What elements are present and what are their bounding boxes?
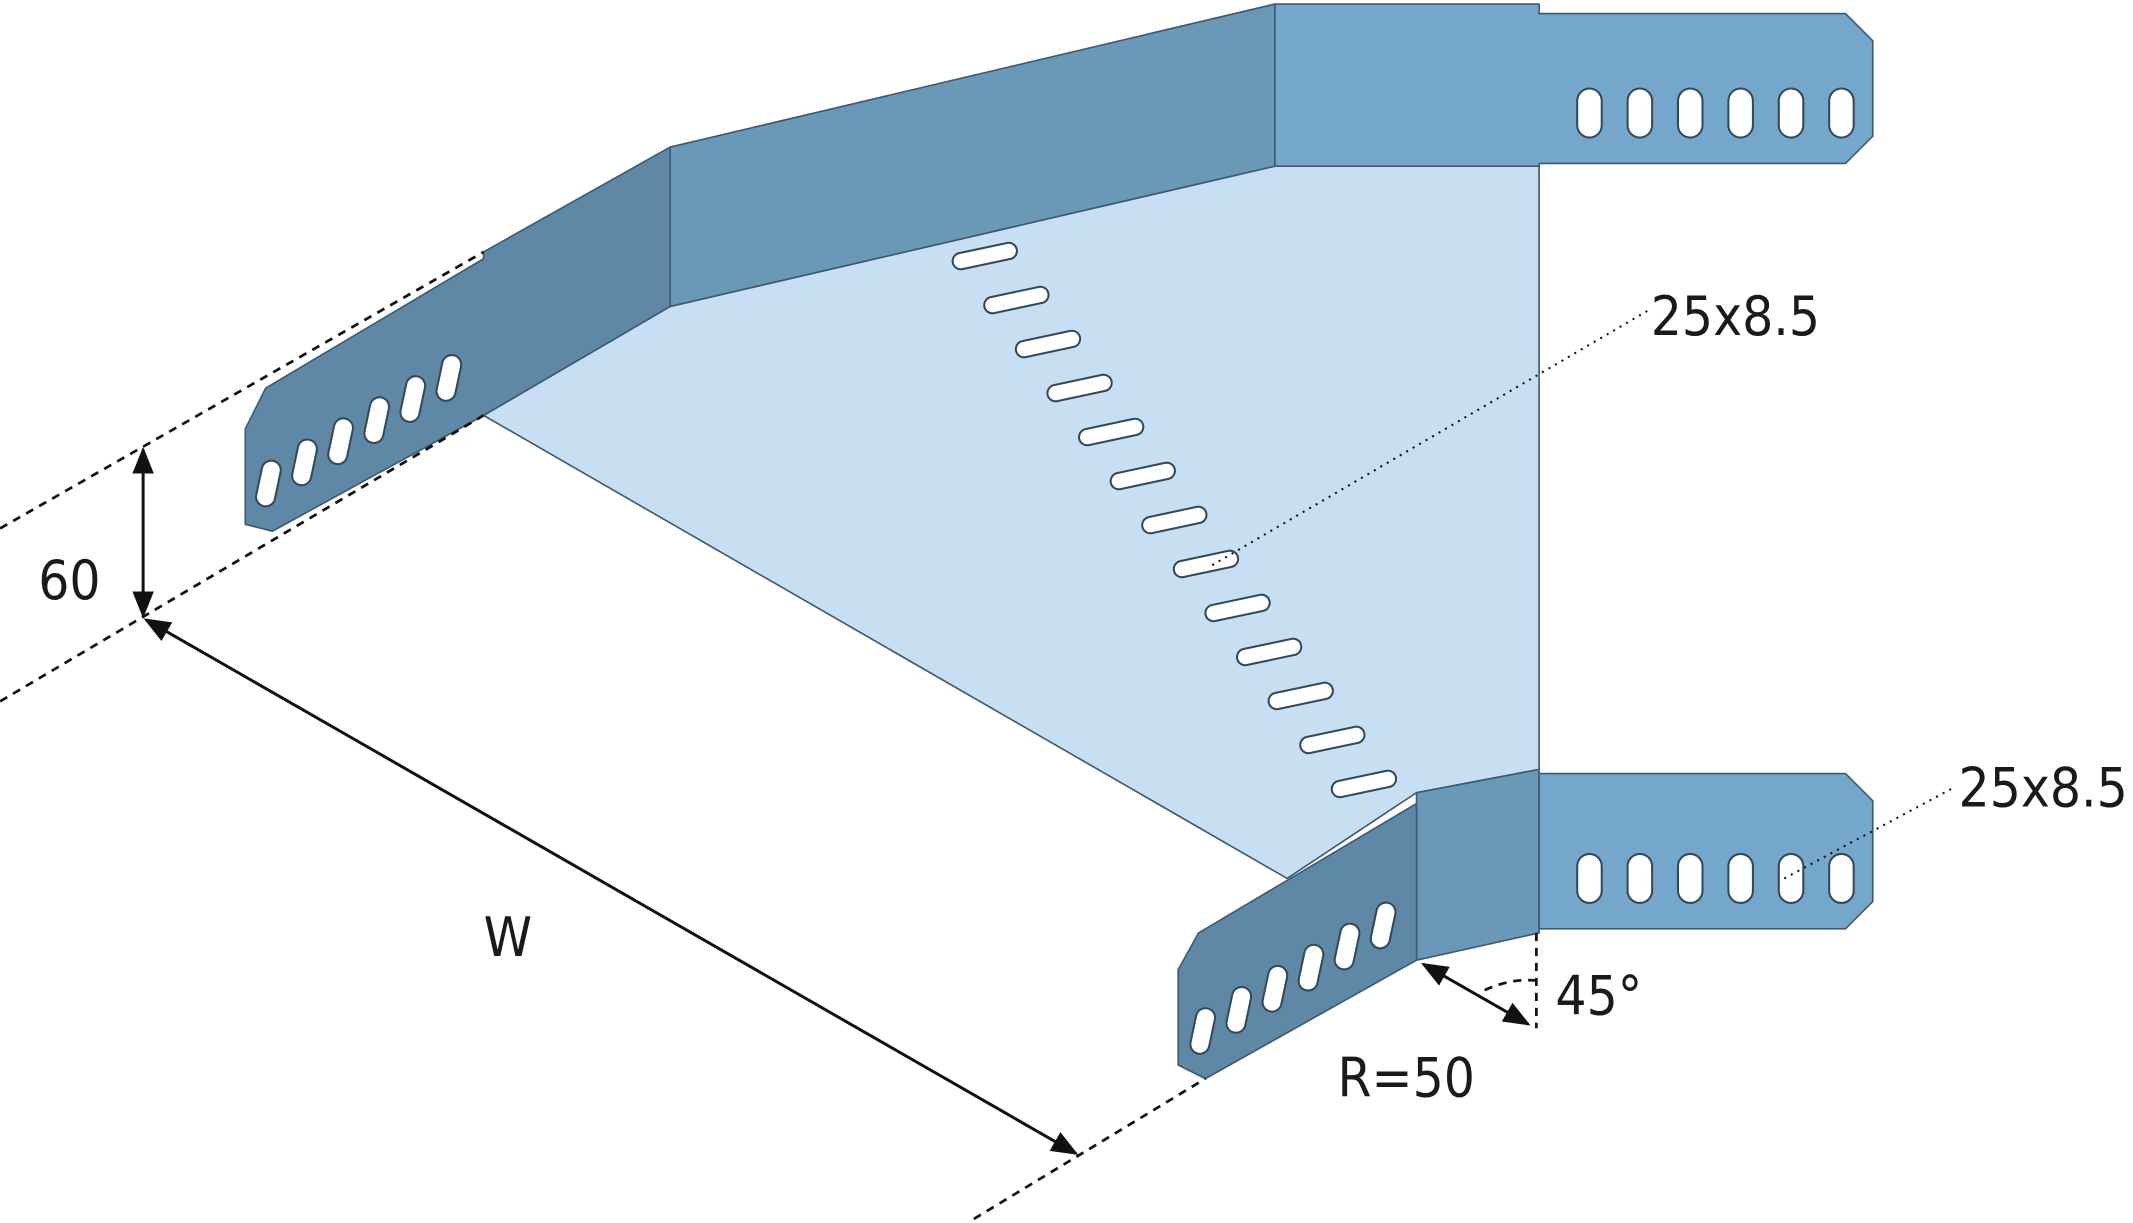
angle-arc — [1484, 978, 1537, 992]
slot-hole — [1204, 593, 1271, 623]
slot-hole — [1141, 505, 1208, 535]
slot-hole — [1014, 329, 1082, 359]
slot-hole — [255, 459, 282, 508]
slot-hole — [1626, 852, 1654, 904]
slot-hole — [983, 285, 1050, 315]
slot-hole — [291, 438, 318, 487]
slot-hole — [327, 417, 354, 466]
extension-line — [973, 1077, 1207, 1221]
bottom-wall-panel — [1415, 768, 1540, 961]
slot-hole — [1299, 725, 1366, 755]
slot-hole — [951, 241, 1018, 271]
width-dimension-arrow — [143, 618, 1079, 1155]
slot-hole — [1828, 852, 1855, 904]
slot-hole — [1369, 901, 1397, 950]
extension-line — [0, 250, 485, 530]
slot-hole — [1330, 769, 1398, 799]
slot-hole — [1626, 87, 1654, 139]
slot-hole — [1676, 852, 1704, 904]
slot-hole — [1727, 852, 1754, 904]
slot-holes — [255, 87, 1855, 1055]
slot-hole — [1261, 964, 1289, 1013]
slot-hole — [435, 354, 463, 402]
bottom-right-flange — [1538, 772, 1874, 930]
radius-label: R=50 — [1338, 1045, 1475, 1109]
slot-hole — [1172, 549, 1240, 579]
flange-slot-size-label: 25x8.5 — [1959, 755, 2128, 819]
height-label: 60 — [38, 548, 100, 612]
slot-hole — [1225, 985, 1253, 1034]
leader-line — [1211, 309, 1649, 567]
slot-hole — [1189, 1007, 1217, 1055]
slot-hole — [1077, 417, 1145, 447]
top-right-flange — [1274, 3, 1874, 167]
slot-hole — [1828, 87, 1855, 139]
width-label: W — [484, 905, 532, 969]
slot-hole — [1777, 852, 1805, 904]
extension-line — [0, 414, 485, 703]
slot-hole — [399, 375, 427, 423]
radius-dimension-arrow — [1420, 962, 1531, 1026]
slot-hole — [1235, 637, 1303, 667]
slot-hole — [1676, 87, 1704, 139]
slot-hole — [1109, 461, 1176, 491]
angle-label: 45° — [1555, 964, 1642, 1028]
slot-hole — [1576, 852, 1603, 904]
slot-hole — [1576, 87, 1603, 139]
slot-hole — [1333, 922, 1361, 971]
slot-hole — [1297, 943, 1325, 992]
slot-hole — [363, 396, 391, 445]
slot-hole — [1727, 87, 1754, 139]
slot-hole — [1267, 681, 1334, 711]
floor-slot-size-label: 25x8.5 — [1651, 284, 1820, 348]
slot-hole — [1046, 373, 1113, 403]
slot-hole — [1777, 87, 1805, 139]
